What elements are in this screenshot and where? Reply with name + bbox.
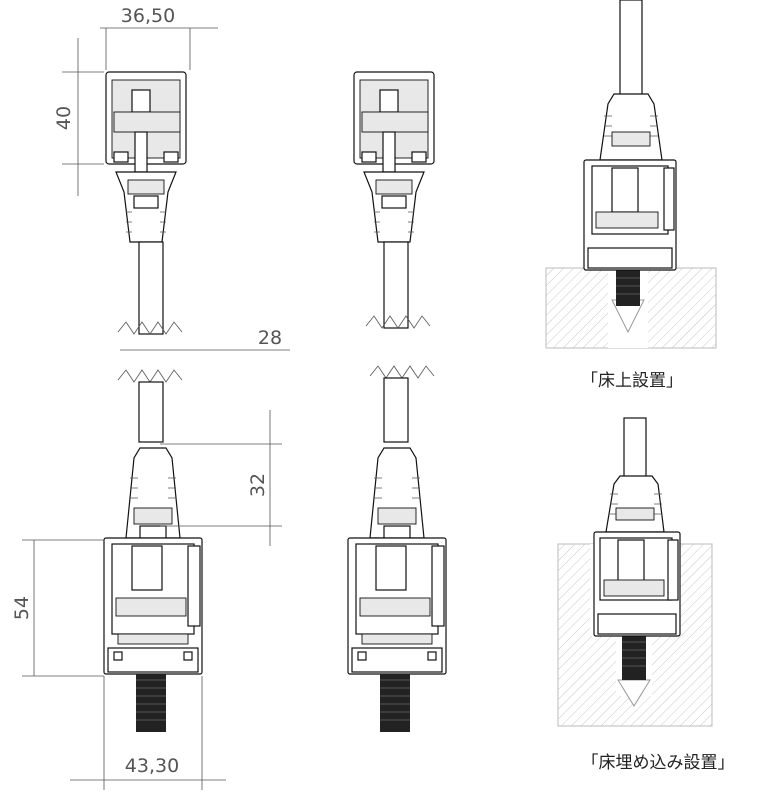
- top-height-label: 40: [53, 106, 75, 130]
- middle-bottom-rail: [347, 365, 447, 732]
- mid-width-label: 28: [258, 327, 282, 349]
- top-width-label: 36,50: [121, 5, 175, 27]
- floor-surface-caption: 「床上設置」: [581, 371, 683, 391]
- left-top-rail: [105, 71, 187, 335]
- bottom-height-label: 54: [11, 596, 33, 620]
- bottom-width-label: 43,30: [125, 755, 179, 777]
- floor-surface-install: [545, 0, 717, 349]
- floor-embedded-caption: 「床埋め込み設置」: [582, 753, 735, 773]
- middle-top-rail: [353, 71, 435, 329]
- left-bottom-rail: [103, 369, 203, 732]
- floor-embedded-install: [557, 417, 713, 727]
- dimension-lines: [22, 27, 290, 790]
- mid-height-label: 32: [247, 473, 269, 497]
